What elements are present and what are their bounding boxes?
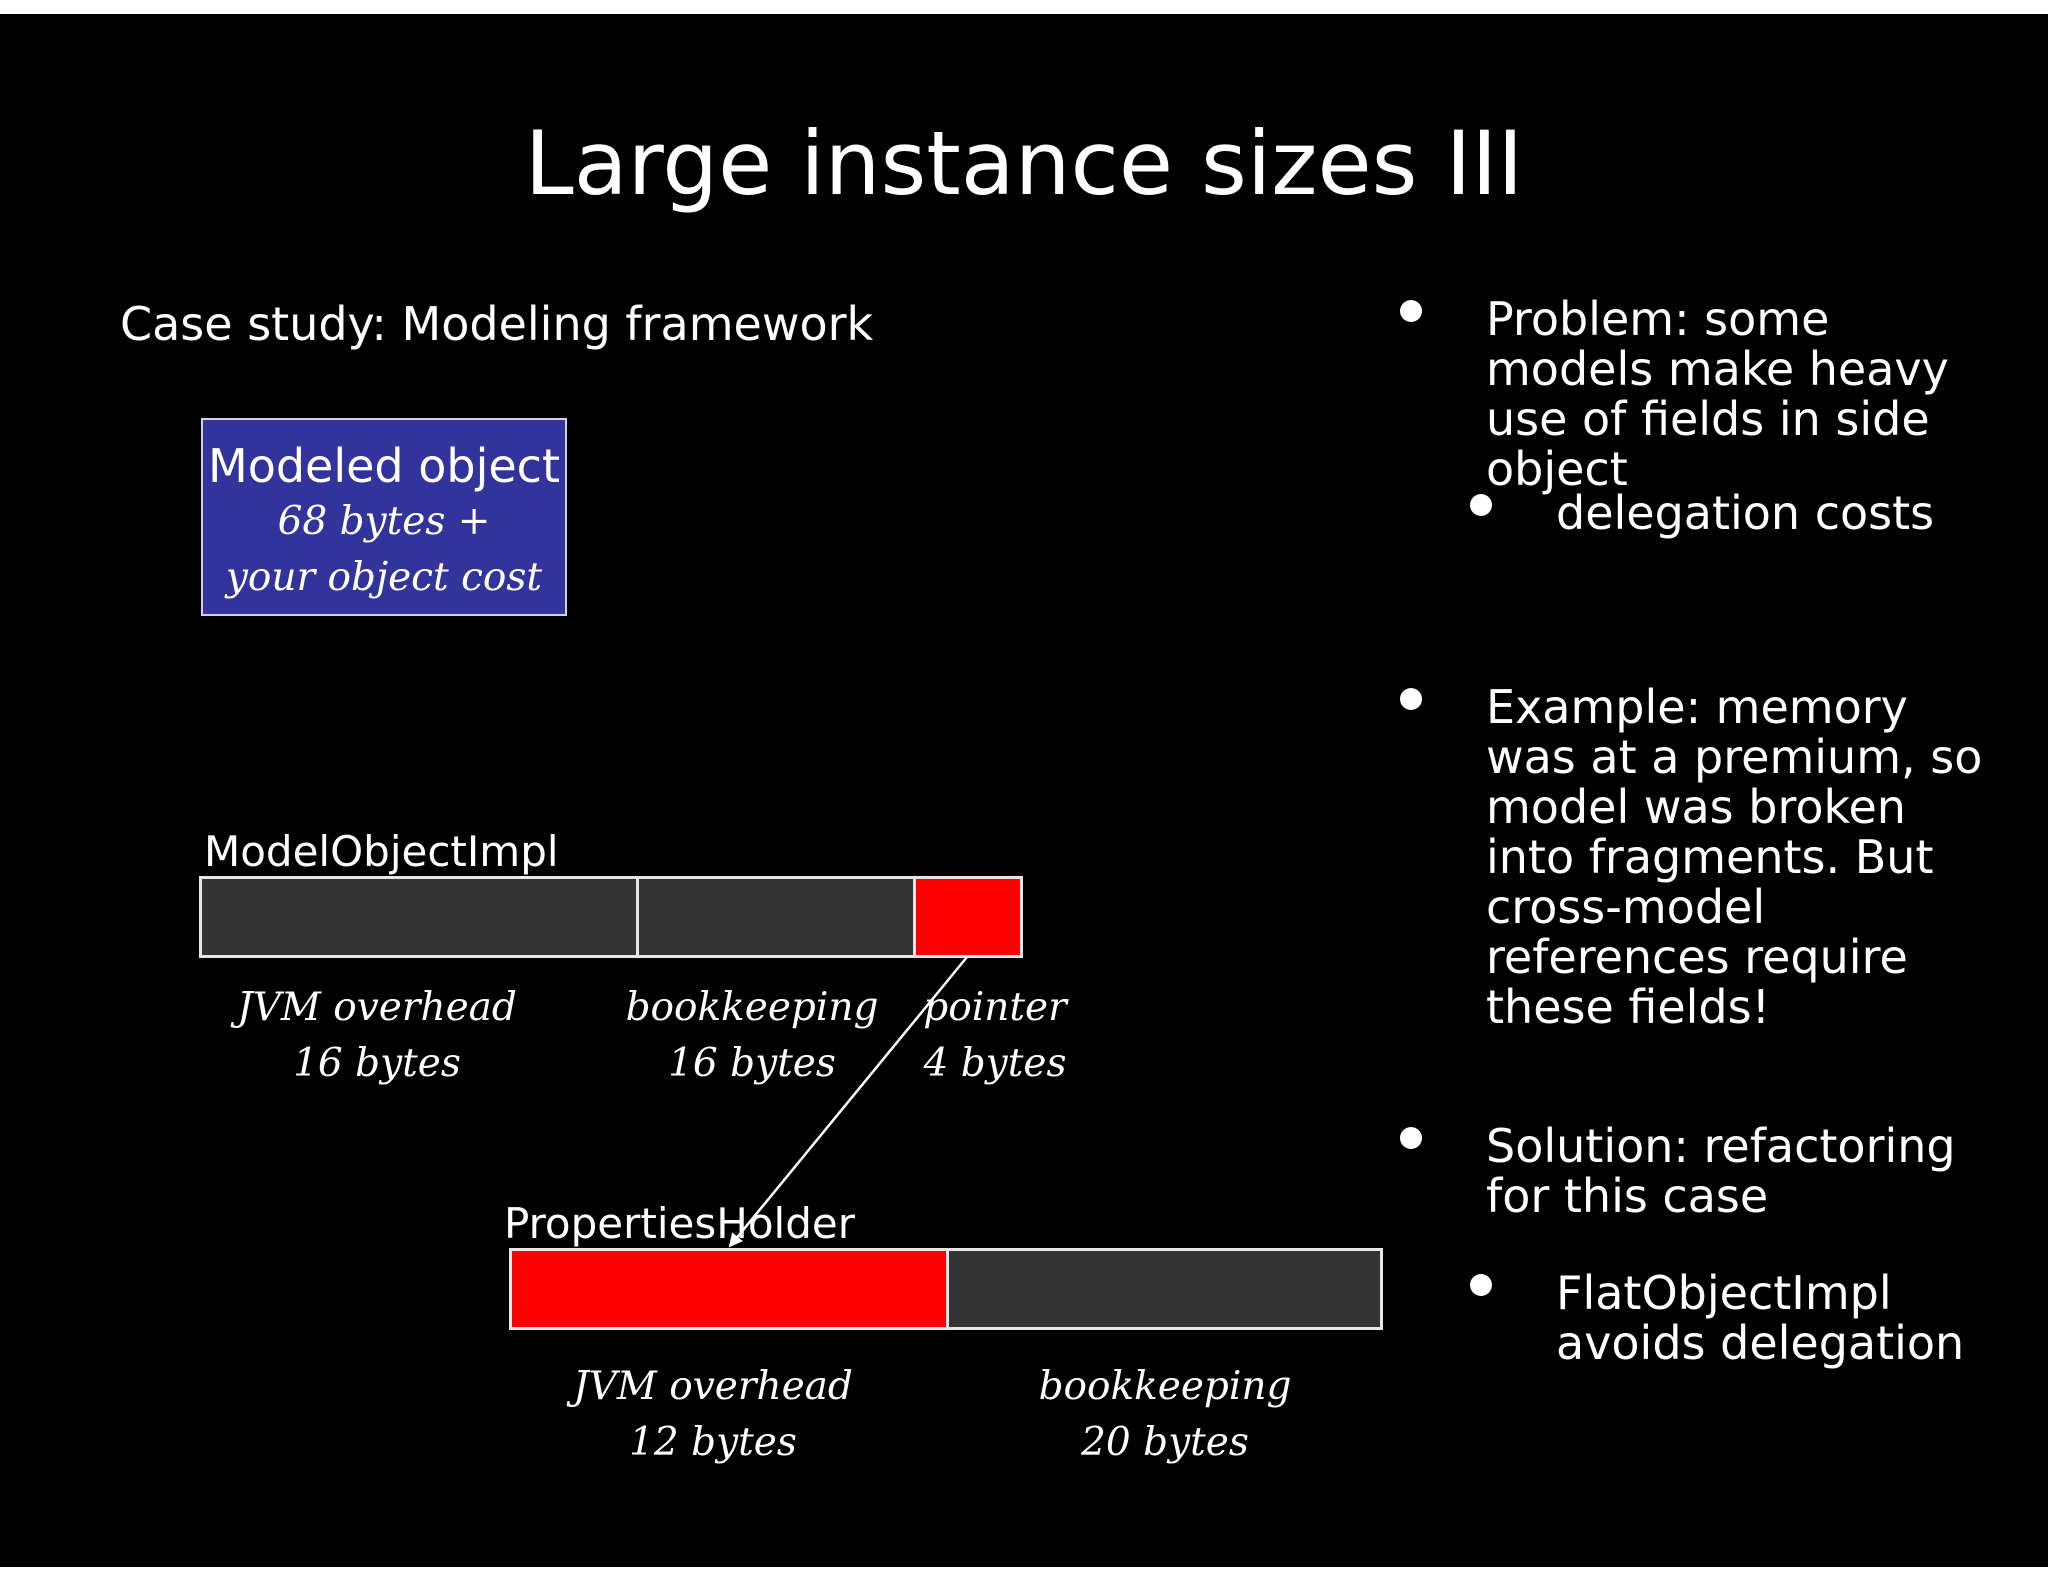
moi-bookkeeping-segment: [636, 879, 913, 955]
ph-bookkeeping-name: bookkeeping: [1038, 1364, 1292, 1409]
moi-bookkeeping-name: bookkeeping: [625, 985, 879, 1030]
moi-pointer-name: pointer: [923, 985, 1067, 1030]
modeled-object-cost: your object cost: [225, 555, 543, 600]
ph-jvm-overhead-segment: [512, 1251, 946, 1327]
ph-bookkeeping-label: bookkeeping 20 bytes: [1025, 1359, 1305, 1471]
bullet-dot-5: [1470, 1274, 1492, 1296]
moi-pointer-size: 4 bytes: [923, 1041, 1067, 1086]
bullet-problem: Problem: some models make heavy use of f…: [1486, 292, 1949, 496]
moi-bookkeeping-label: bookkeeping 16 bytes: [612, 980, 892, 1092]
case-study-subtitle: Case study: Modeling framework: [120, 297, 874, 351]
moi-jvm-overhead-name: JVM overhead: [237, 985, 517, 1030]
bullet-dot-1: [1400, 300, 1422, 322]
bullet-flatobjectimpl: FlatObjectImpl avoids delegation: [1556, 1266, 1965, 1370]
moi-pointer-segment: [913, 879, 1020, 955]
bullet-example: Example: memory was at a premium, so mod…: [1486, 680, 1983, 1034]
modeled-object-size: 68 bytes +: [277, 499, 491, 544]
moi-bookkeeping-size: 16 bytes: [668, 1041, 836, 1086]
model-object-impl-name: ModelObjectImpl: [204, 827, 559, 876]
ph-jvm-overhead-size: 12 bytes: [629, 1420, 797, 1465]
bullet-solution: Solution: refactoring for this case: [1486, 1119, 1956, 1223]
ph-bookkeeping-segment: [946, 1251, 1380, 1327]
modeled-object-title: Modeled object: [208, 439, 560, 493]
properties-holder-name: PropertiesHolder: [504, 1199, 855, 1248]
slide-title: Large instance sizes III: [524, 112, 1524, 215]
bullet-dot-4: [1400, 1127, 1422, 1149]
properties-holder-bar: [509, 1248, 1383, 1330]
moi-jvm-overhead-segment: [202, 879, 636, 955]
slide: Large instance sizes III Case study: Mod…: [0, 14, 2048, 1567]
moi-jvm-overhead-label: JVM overhead 16 bytes: [217, 980, 537, 1092]
bullet-dot-3: [1400, 688, 1422, 710]
bullet-delegation-costs: delegation costs: [1556, 486, 1935, 540]
modeled-object-box: Modeled object 68 bytes + your object co…: [201, 418, 567, 616]
bullet-dot-2: [1470, 494, 1492, 516]
moi-jvm-overhead-size: 16 bytes: [293, 1041, 461, 1086]
ph-jvm-overhead-name: JVM overhead: [573, 1364, 853, 1409]
ph-bookkeeping-size: 20 bytes: [1081, 1420, 1249, 1465]
moi-pointer-label: pointer 4 bytes: [910, 980, 1080, 1092]
model-object-impl-bar: [199, 876, 1023, 958]
ph-jvm-overhead-label: JVM overhead 12 bytes: [553, 1359, 873, 1471]
